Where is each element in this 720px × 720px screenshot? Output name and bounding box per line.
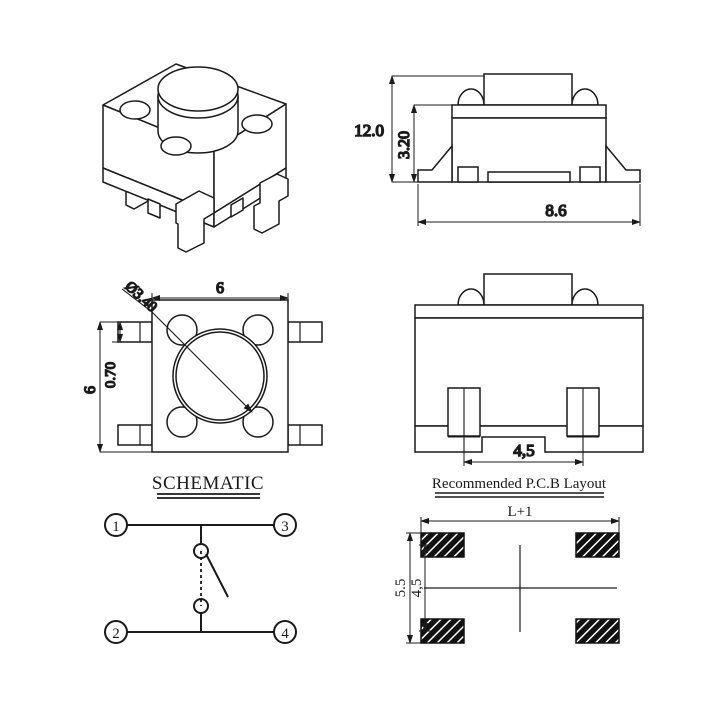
schematic-title: SCHEMATIC (152, 473, 264, 494)
dimension-pad-pitch (419, 544, 431, 632)
side-base-centre (487, 171, 571, 183)
top-face-rivet-1 (119, 100, 151, 120)
schematic-terminal-1 (104, 513, 128, 537)
schematic-terminal-2-label: 2 (112, 626, 120, 642)
side-lead-left (417, 143, 453, 183)
top-rivet-upper-left (166, 314, 198, 346)
schematic-terminal-3 (273, 513, 297, 537)
dimension-overall-width (417, 184, 641, 226)
pcb-pad-lower-right (575, 618, 620, 644)
terminal-front-right (253, 173, 289, 234)
front-shoulder-left (457, 288, 485, 306)
diameter-leader-line (151, 311, 253, 413)
top-rivet-lower-right (242, 406, 274, 438)
dimension-terminal-pitch (463, 452, 584, 466)
base-notch-right (230, 197, 244, 218)
schematic-actuator-lever (205, 553, 229, 598)
dimension-body-height (411, 104, 452, 183)
top-terminal-upper-left (117, 321, 153, 343)
schematic-terminal-2 (104, 620, 128, 644)
dimension-label-depth-6: 6 (82, 386, 99, 394)
actuator-button-cap (157, 66, 239, 112)
dimension-label-width-6: 6 (216, 280, 224, 297)
dimension-label-8-6: 8.6 (545, 201, 566, 220)
dimension-label-4-5-pcb: 4,5 (409, 579, 425, 598)
dimension-body-width (151, 293, 289, 302)
side-foot-left (457, 166, 479, 183)
terminal-front-centre (175, 190, 215, 253)
side-lead-right (605, 143, 641, 183)
top-button-inner (175, 331, 265, 421)
pcb-layout-view: Recommended P.C.B Layout L+1 5.5 (393, 476, 620, 644)
dimension-label-5-5: 5.5 (393, 579, 409, 598)
front-body-cap (414, 304, 644, 319)
dimension-label-L-plus-1: L+1 (507, 504, 532, 520)
pcb-layout-title: Recommended P.C.B Layout (432, 476, 607, 492)
dimension-label-3-20: 3.20 (396, 131, 413, 159)
dimension-label-4-5-pitch: 4,5 (513, 441, 534, 460)
top-face-rivet-3 (160, 136, 192, 156)
front-shoulder-right (571, 288, 599, 306)
side-plunger (483, 73, 573, 106)
top-rivet-lower-left (166, 406, 198, 438)
top-terminal-lower-left (117, 424, 153, 446)
schematic-terminal-1-label: 1 (112, 519, 120, 535)
top-terminal-upper-right (287, 321, 323, 343)
dimension-terminal-width (112, 321, 124, 343)
top-plan-view: Ø3.40 6 6 0.70 (81, 278, 323, 453)
front-elevation-view: 4,5 (414, 273, 644, 466)
schematic-terminal-4-label: 4 (281, 626, 289, 642)
base-notch-left (147, 198, 161, 219)
side-elevation-view: 12.0 3.20 8.6 (354, 73, 641, 226)
dimension-pad-outer-span (406, 532, 421, 644)
isometric-3d-view (102, 63, 289, 253)
side-foot-right (579, 166, 601, 183)
top-terminal-lower-right (287, 424, 323, 446)
top-rivet-upper-right (242, 314, 274, 346)
dimension-label-12-0: 12.0 (354, 121, 384, 140)
dimension-pad-span (420, 517, 620, 533)
front-plunger (483, 273, 573, 306)
pcb-pad-upper-right (575, 532, 620, 558)
side-shoulder-left (457, 88, 485, 106)
top-face-rivet-2 (241, 114, 273, 134)
side-shoulder-right (571, 88, 599, 106)
dimension-label-0-70: 0.70 (103, 362, 119, 388)
schematic-view: SCHEMATIC 1 3 2 4 (104, 473, 297, 644)
schematic-terminal-3-label: 3 (281, 519, 289, 535)
schematic-terminal-4 (273, 620, 297, 644)
side-body-cap (451, 104, 607, 119)
